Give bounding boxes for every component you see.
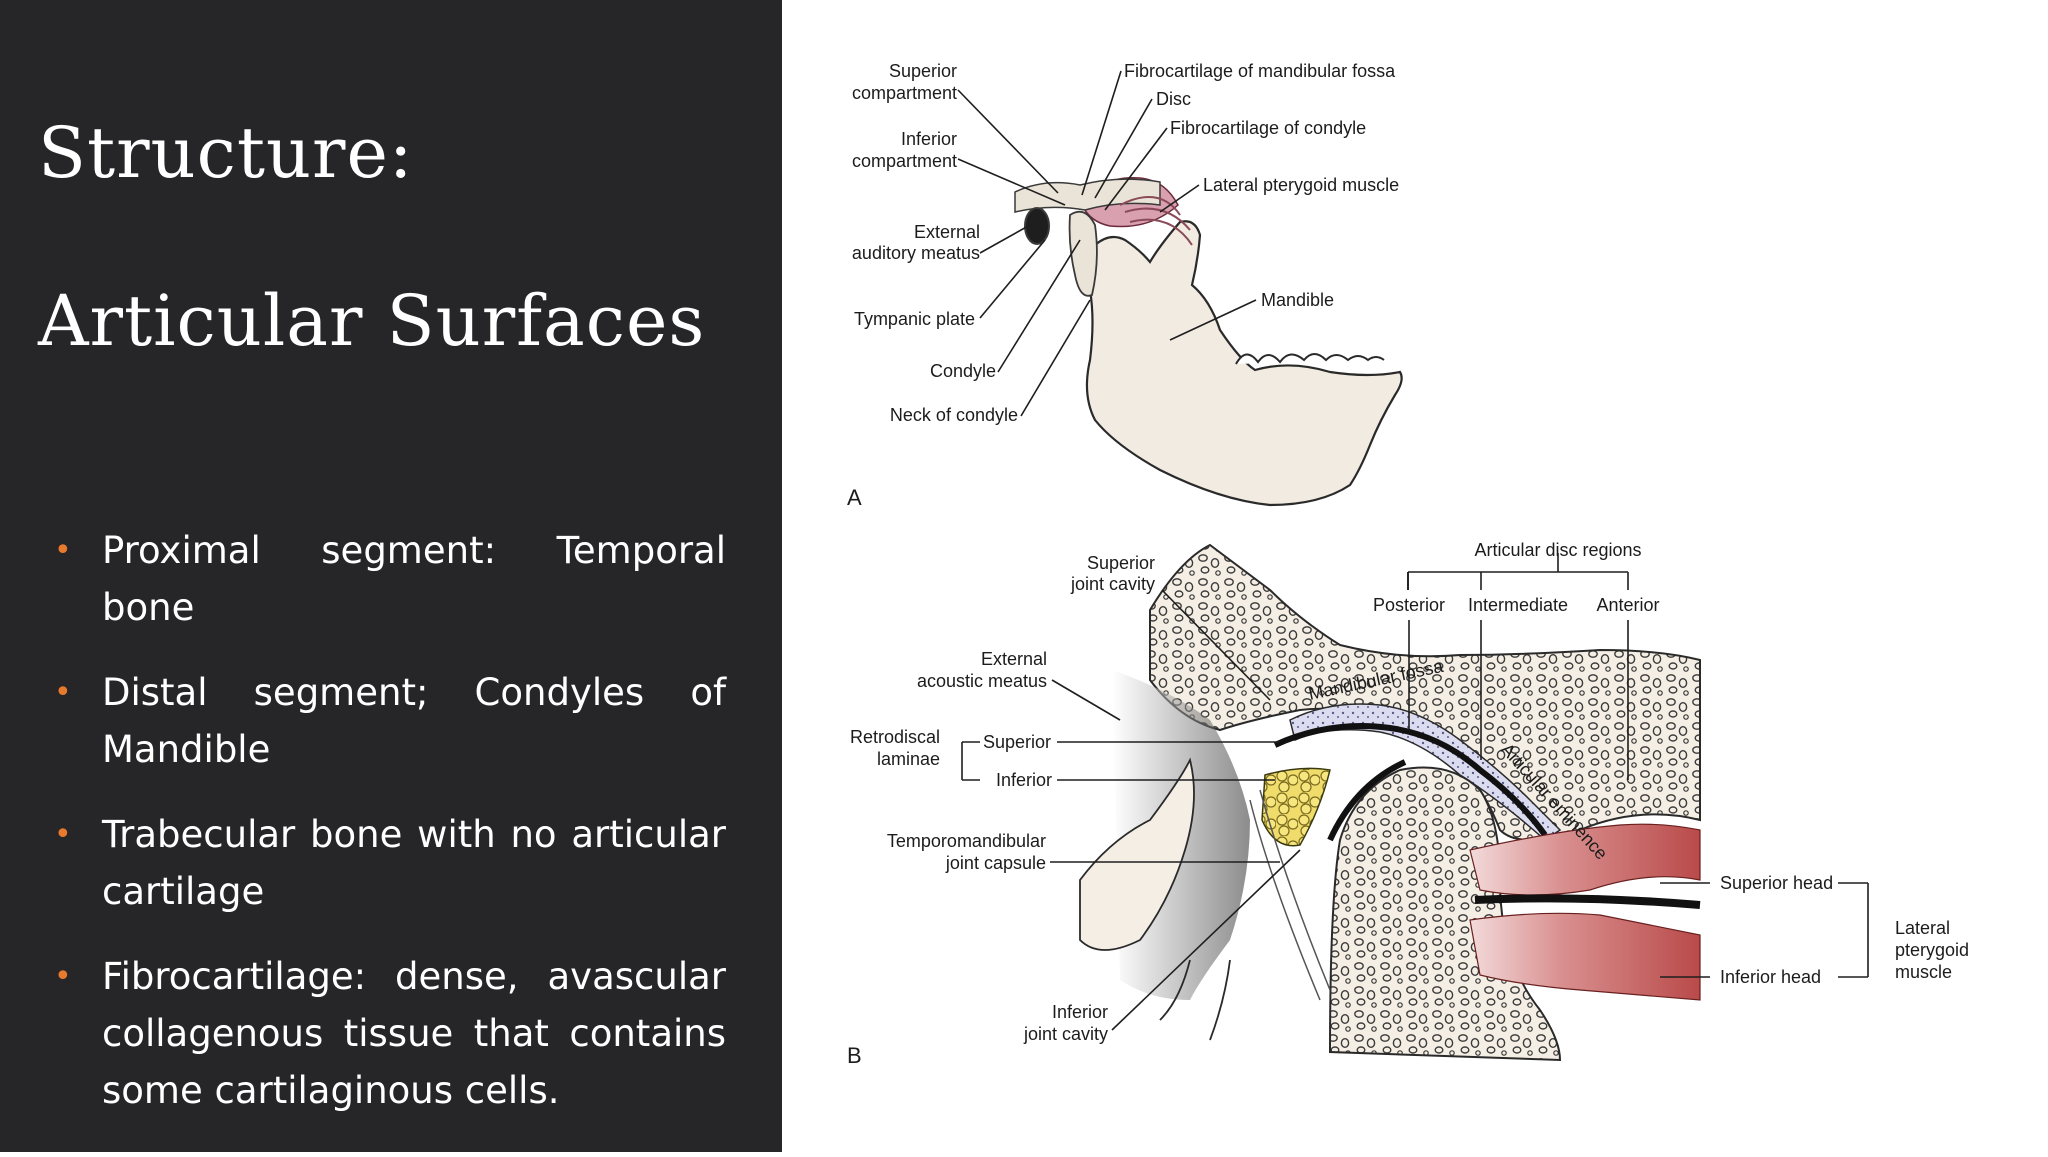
label-inferior-head: Inferior head	[1720, 967, 1821, 987]
label-external-auditory-meatus: auditory meatus	[852, 243, 980, 263]
label-fibrocartilage-condyle: Fibrocartilage of condyle	[1170, 118, 1366, 138]
bullet-dot-icon: •	[54, 817, 72, 852]
label-external-acoustic-meatus: External	[981, 649, 1047, 669]
label-external-auditory-meatus: External	[914, 222, 980, 242]
bullet-text: Fibrocartilage: dense, avascular collage…	[102, 955, 726, 1112]
label-superior-compartment: Superior	[889, 61, 957, 81]
bullet-dot-icon: •	[54, 959, 72, 994]
label-superior-joint-cavity: joint cavity	[1070, 574, 1155, 594]
label-mandible: Mandible	[1261, 290, 1334, 310]
tmj-anatomy-illustration: Superior compartment Inferior compartmen…	[847, 61, 1969, 1068]
label-tympanic-plate: Tympanic plate	[854, 309, 975, 329]
panel-b-drawing	[1079, 543, 1701, 1062]
label-inferior-compartment: Inferior	[901, 129, 957, 149]
panel-a-letter: A	[847, 485, 862, 510]
label-tmj-capsule: Temporomandibular	[887, 831, 1046, 851]
bullet-item: • Trabecular bone with no articular carti…	[54, 806, 726, 920]
label-superior-joint-cavity: Superior	[1087, 553, 1155, 573]
bullet-item: • Distal segment; Condyles of Mandible	[54, 664, 726, 778]
label-disc: Disc	[1156, 89, 1191, 109]
bullet-item: • Proximal segment: Temporal bone	[54, 522, 726, 636]
label-disc-posterior: Posterior	[1373, 595, 1445, 615]
label-retrodiscal-superior: Superior	[983, 732, 1051, 752]
label-superior-compartment: compartment	[852, 83, 957, 103]
slide-title-line-1: Structure:	[38, 112, 414, 194]
bullet-item: • Fibrocartilage: dense, avascular collag…	[54, 948, 726, 1119]
label-neck-of-condyle: Neck of condyle	[890, 405, 1018, 425]
label-external-acoustic-meatus: acoustic meatus	[917, 671, 1047, 691]
label-inferior-joint-cavity: Inferior	[1052, 1002, 1108, 1022]
label-lateral-pterygoid-muscle-b: Lateral	[1895, 918, 1950, 938]
label-disc-anterior: Anterior	[1596, 595, 1659, 615]
label-condyle: Condyle	[930, 361, 996, 381]
bullet-dot-icon: •	[54, 675, 72, 710]
bullet-dot-icon: •	[54, 533, 72, 568]
label-retrodiscal-laminae: Retrodiscal	[850, 727, 940, 747]
panel-a-leader-lines	[957, 70, 1257, 417]
label-lateral-pterygoid-muscle-b: muscle	[1895, 962, 1952, 982]
label-lateral-pterygoid-muscle-b: pterygoid	[1895, 940, 1969, 960]
panel-b-letter: B	[847, 1043, 862, 1068]
bullet-text: Trabecular bone with no articular cartil…	[102, 813, 726, 913]
bullet-text: Distal segment; Condyles of Mandible	[102, 671, 726, 771]
label-tmj-capsule: joint capsule	[945, 853, 1046, 873]
label-superior-head: Superior head	[1720, 873, 1833, 893]
panel-a-labels: Superior compartment Inferior compartmen…	[847, 61, 1399, 510]
label-retrodiscal-laminae: laminae	[877, 749, 940, 769]
label-disc-intermediate: Intermediate	[1468, 595, 1568, 615]
panel-b-leader-lines	[961, 553, 1869, 1031]
label-inferior-joint-cavity: joint cavity	[1023, 1024, 1108, 1044]
label-lateral-pterygoid-muscle: Lateral pterygoid muscle	[1203, 175, 1399, 195]
label-fibrocartilage-fossa: Fibrocartilage of mandibular fossa	[1124, 61, 1396, 81]
panel-a-drawing	[1014, 176, 1403, 507]
label-retrodiscal-inferior: Inferior	[996, 770, 1052, 790]
bullet-text: Proximal segment: Temporal bone	[102, 529, 726, 629]
label-inferior-compartment: compartment	[852, 151, 957, 171]
slide-title-line-2: Articular Surfaces	[38, 280, 706, 362]
left-text-panel: Structure: Articular Surfaces • Proximal …	[0, 0, 782, 1152]
anatomy-figure-panel: Superior compartment Inferior compartmen…	[782, 0, 2048, 1152]
bullet-list: • Proximal segment: Temporal bone • Distal…	[54, 522, 726, 1147]
label-articular-disc-regions: Articular disc regions	[1474, 540, 1641, 560]
